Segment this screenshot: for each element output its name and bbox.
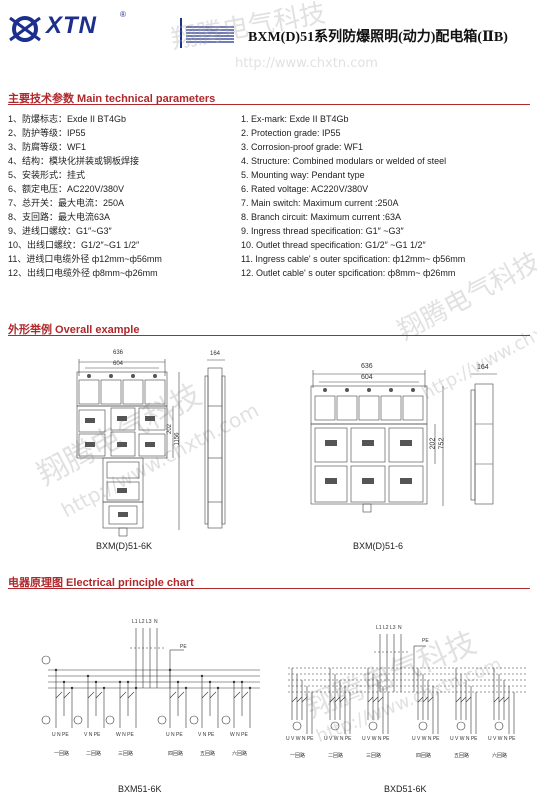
params-cn-list: 1、防爆标志：Exde II BT4Gb 2、防护等级：IP55 3、防腐等级：… (8, 113, 162, 281)
dim-width-inner: 604 (113, 361, 124, 367)
circuit-wires: U V W N PE (324, 736, 352, 742)
enclosure-6-outline (310, 370, 497, 513)
param-cn-item: 6、额定电压：AC220V/380V (8, 184, 125, 194)
dim-side-depth: 164 (477, 364, 489, 371)
circuit-wires: U N PE (166, 732, 183, 738)
param-en-item: 2. Protection grade: IP55 (241, 128, 341, 138)
circuit-name: 三回路 (118, 751, 134, 757)
param-cn-item: 7、总开关：最大电流：250A (8, 198, 125, 208)
registered-mark: ® (120, 10, 126, 19)
pe-label: PE (422, 638, 429, 644)
circuit-wires: U V W N PE (412, 736, 440, 742)
bus-label-l3: L3 (146, 619, 152, 625)
schematic-caption-bxd: BXD51-6K (384, 784, 427, 794)
schematic-bxm51-6k: L1 L2 L3 N PE U N PE V N PE W N PE U N P… (40, 616, 270, 776)
bus-label-l2: L2 (383, 625, 389, 631)
circuit-wires: U V W N PE (488, 736, 516, 742)
dim-side-depth: 164 (210, 351, 221, 357)
circuit-name: 六回路 (232, 751, 248, 757)
param-en-item: 7. Main switch: Maximum current :250A (241, 198, 399, 208)
bus-label-n: N (398, 625, 402, 631)
param-cn-item: 8、支回路：最大电流63A (8, 212, 111, 222)
dim-height-outer: 752 (438, 437, 446, 450)
param-en-item: 5. Mounting way: Pendant type (241, 170, 365, 180)
bus-label-l2: L2 (139, 619, 145, 625)
drawing-bxmd51-6: 636 604 164 202 752 (305, 360, 505, 520)
params-section-rule (8, 104, 530, 105)
circuit-name: 一回路 (290, 753, 306, 759)
param-en-item: 6. Rated voltage: AC220V/380V (241, 184, 369, 194)
drawing-caption-6: BXM(D)51-6 (353, 541, 404, 551)
enclosure-6k-outline (76, 359, 226, 537)
title-bar: BXM(D)51系列防爆照明(动力)配电箱(ⅡB) (186, 26, 537, 45)
title-stripes-icon (186, 26, 234, 43)
schematic-caption-6k: BXM51-6K (118, 784, 162, 794)
dim-width-outer: 636 (361, 363, 373, 370)
circuit-wires: W N PE (230, 732, 248, 738)
circuit-name: 一回路 (54, 751, 70, 757)
drawing-bxmd51-6k: 636 604 164 202 1156 (55, 346, 245, 546)
param-cn-item: 3、防腐等级：WF1 (8, 142, 87, 152)
param-cn-item: 4、结构：模块化拼装或钢板焊接 (8, 156, 140, 166)
param-cn-item: 2、防护等级：IP55 (8, 128, 86, 138)
bus-label-l1: L1 (376, 625, 382, 631)
dim-width-inner: 604 (361, 374, 373, 381)
electrical-section-rule (8, 588, 530, 589)
circuit-wires: U N PE (52, 732, 69, 738)
param-en-item: 12. Outlet cable' s outer spcification: … (241, 268, 456, 278)
electrical-section-title: 电器原理图 Electrical principle chart (8, 577, 194, 589)
circuit-name: 五回路 (200, 751, 216, 757)
pe-label: PE (180, 644, 187, 650)
params-section-title: 主要技术参数 Main technical parameters (8, 93, 216, 105)
circuit-name: 四回路 (168, 751, 184, 757)
header-divider (180, 18, 182, 48)
circuit-name: 四回路 (416, 753, 432, 759)
watermark-url: http://www.chxtn.com (235, 56, 378, 71)
param-en-item: 3. Corrosion-proof grade: WF1 (241, 142, 364, 152)
param-en-item: 10. Outlet thread specification: G1/2″ ~… (241, 240, 426, 250)
circuit-name: 六回路 (492, 753, 508, 759)
schematic-bxd51-6k: L1 L2 L3 N PE U V W N PE U V W N PE U V … (282, 622, 532, 778)
param-cn-item: 10、出线口螺纹：G1/2″~G1 1/2″ (8, 240, 140, 250)
bus-label-l3: L3 (390, 625, 396, 631)
circuit-name: 五回路 (454, 753, 470, 759)
circuit-wires: W N PE (116, 732, 134, 738)
param-cn-item: 1、防爆标志：Exde II BT4Gb (8, 114, 127, 124)
circuit-name: 二回路 (328, 753, 344, 759)
param-cn-item: 11、进线口电缆外径 ф12mm~ф56mm (8, 254, 162, 264)
circuit-name: 二回路 (86, 751, 102, 757)
circuit-name: 三回路 (366, 753, 382, 759)
circuit-wires: U V W N PE (286, 736, 314, 742)
dim-height-inner: 202 (429, 437, 437, 450)
param-en-item: 8. Branch circuit: Maximum current :63A (241, 212, 402, 222)
param-cn-item: 9、进线口螺纹：G1″~G3″ (8, 226, 112, 236)
param-cn-item: 12、出线口电缆外径 ф8mm~ф26mm (8, 268, 158, 278)
param-cn-item: 5、安装形式：挂式 (8, 170, 86, 180)
params-en-list: 1. Ex-mark: Exde II BT4Gb 2. Protection … (241, 113, 465, 281)
circuit-wires: U V W N PE (362, 736, 390, 742)
page-title: BXM(D)51系列防爆照明(动力)配电箱(ⅡB) (248, 30, 508, 45)
bus-label-n: N (154, 619, 158, 625)
schematic-bxd-lines (288, 634, 526, 734)
circuit-wires: U V W N PE (450, 736, 478, 742)
param-en-item: 1. Ex-mark: Exde II BT4Gb (241, 114, 349, 124)
param-en-item: 11. Ingress cable' s outer spcification:… (241, 254, 466, 264)
drawing-caption-6k: BXM(D)51-6K (96, 541, 153, 551)
dim-width-outer: 636 (113, 350, 124, 356)
dim-height-inner: 202 (167, 423, 174, 435)
brand-name: XTN (46, 12, 97, 39)
param-en-item: 4. Structure: Combined modulars or welde… (241, 156, 447, 166)
bus-label-l1: L1 (132, 619, 138, 625)
circuit-wires: V N PE (198, 732, 215, 738)
param-en-item: 9. Ingress thread specification: G1″ ~G3… (241, 226, 404, 236)
schematic-6k-lines (41, 628, 260, 728)
overall-section-rule (8, 335, 530, 336)
circuit-wires: V N PE (84, 732, 101, 738)
xtn-logo-icon (9, 16, 41, 42)
dim-height-outer: 1156 (174, 432, 181, 446)
overall-section-title: 外形举例 Overall example (8, 324, 140, 336)
